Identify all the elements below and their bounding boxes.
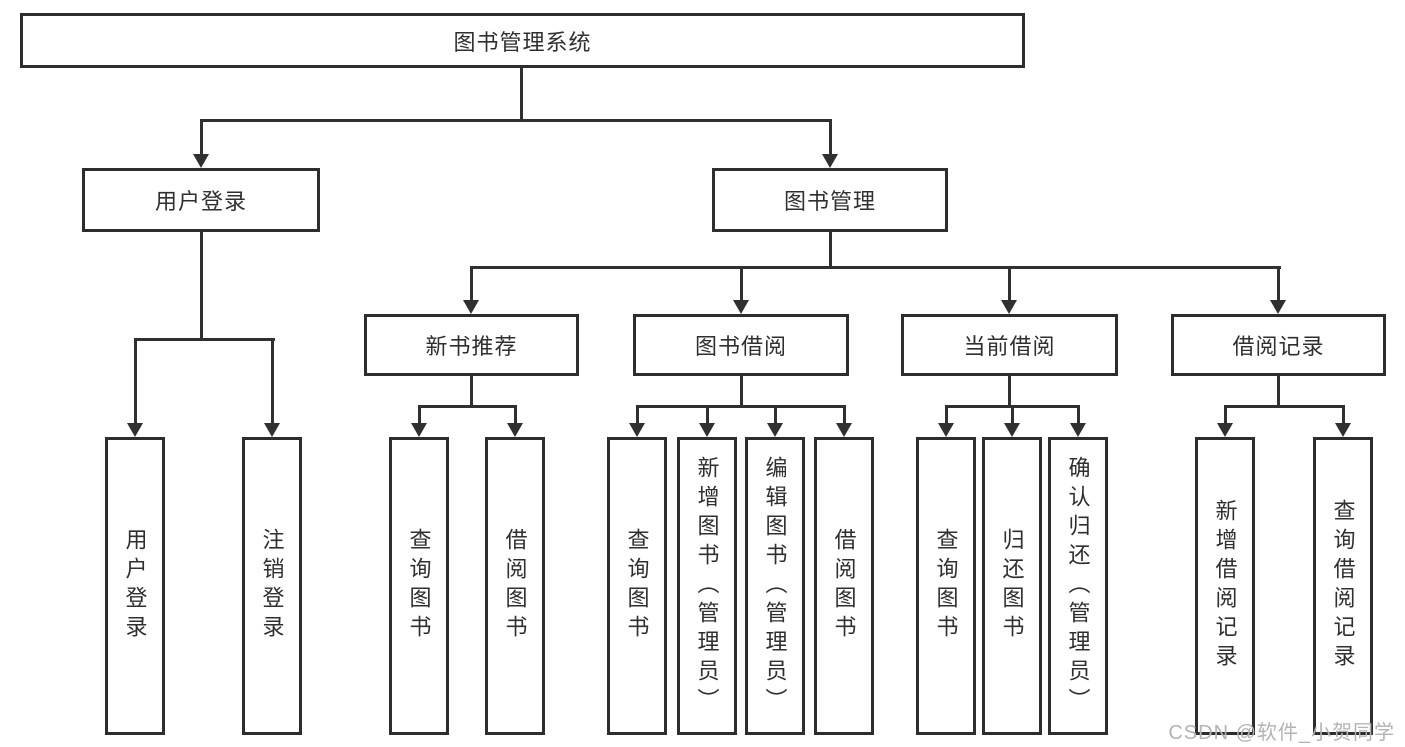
node-return-books: 归还图书: [982, 437, 1042, 735]
node-label: 当前借阅: [963, 334, 1056, 359]
edge-user-login-trunk: [199, 232, 203, 341]
node-label: 归还图书: [999, 528, 1025, 644]
node-query-books-of-recommend: 查询图书: [389, 437, 449, 735]
arrowhead-borrowing-records: [1270, 300, 1286, 314]
node-add-borrow-record: 新增借阅记录: [1195, 437, 1255, 735]
edge-book-mgmt-trunk: [828, 232, 832, 269]
edge-root-trunk: [519, 68, 523, 121]
edge-recommend-trunk: [470, 376, 473, 408]
arrowhead-add-record: [1217, 423, 1233, 437]
node-query-borrow-record: 查询借阅记录: [1313, 437, 1373, 735]
edge-to-book-borrowing: [739, 266, 743, 302]
node-logout-leaf: 注销登录: [242, 437, 302, 735]
node-label: 借阅记录: [1232, 334, 1325, 359]
edge-borrowing-bus: [635, 405, 846, 408]
node-label: 图书管理系统: [453, 29, 592, 55]
node-query-books-of-borrowing: 查询图书: [607, 437, 667, 735]
node-new-book-recommend: 新书推荐: [364, 314, 579, 376]
arrowhead-book-management: [822, 154, 838, 168]
arrowhead-logout-leaf: [264, 423, 280, 437]
edge-to-add-books: [705, 405, 709, 425]
node-label: 查询图书: [624, 528, 650, 644]
edge-borrowing-trunk: [739, 376, 743, 408]
arrowhead-current-borrowing: [1001, 300, 1017, 314]
arrowhead-query-record: [1335, 423, 1351, 437]
edge-to-confirm-return: [1076, 405, 1080, 425]
edge-to-logout-leaf: [270, 338, 274, 425]
arrowhead-add-books: [699, 423, 715, 437]
node-label: 图书借阅: [694, 334, 787, 359]
arrowhead-borrow-books-2: [836, 423, 852, 437]
edge-to-current-borrowing: [1008, 266, 1011, 302]
edge-to-borrow-books-2: [842, 405, 846, 425]
node-label: 用户登录: [154, 189, 247, 214]
arrowhead-return-books: [1004, 423, 1020, 437]
node-label: 注销登录: [259, 528, 285, 644]
edge-to-return-books: [1010, 405, 1014, 425]
node-borrow-books-leaf: 借阅图书: [814, 437, 874, 735]
node-book-management-module: 图书管理: [712, 168, 948, 232]
edge-to-query-record: [1341, 405, 1345, 425]
node-confirm-return-admin: 确认归还（管理员）: [1048, 437, 1108, 735]
edge-to-user-login: [199, 119, 203, 156]
edge-to-borrow-books-1: [513, 405, 517, 425]
edge-to-borrowing-records: [1277, 266, 1280, 302]
node-label: 查询借阅记录: [1330, 499, 1356, 673]
arrowhead-book-borrowing: [733, 300, 749, 314]
edge-to-edit-books: [773, 405, 777, 425]
edge-level3-bus: [469, 266, 1281, 269]
node-add-books-admin: 新增图书（管理员）: [677, 437, 737, 735]
node-book-borrowing: 图书借阅: [633, 314, 849, 376]
node-current-borrowing: 当前借阅: [901, 314, 1118, 376]
node-borrowing-records: 借阅记录: [1171, 314, 1386, 376]
arrowhead-user-login: [193, 154, 209, 168]
node-label: 新书推荐: [425, 334, 518, 359]
arrowhead-edit-books: [767, 423, 783, 437]
node-label: 借阅图书: [502, 528, 528, 644]
node-label: 查询图书: [406, 528, 432, 644]
arrowhead-query-books-2: [629, 423, 645, 437]
node-label: 新增图书（管理员）: [694, 455, 720, 717]
arrowhead-borrow-books-1: [507, 423, 523, 437]
node-label: 新增借阅记录: [1212, 499, 1238, 673]
node-query-books-of-current: 查询图书: [916, 437, 976, 735]
node-borrow-books-of-recommend: 借阅图书: [485, 437, 545, 735]
csdn-watermark: CSDN @软件_小贺同学: [1168, 722, 1395, 744]
arrowhead-query-books-1: [411, 423, 427, 437]
node-library-management-system: 图书管理系统: [20, 13, 1025, 68]
edge-to-query-books-1: [417, 405, 421, 425]
edge-records-trunk: [1277, 376, 1280, 408]
node-label: 确认归还（管理员）: [1065, 455, 1091, 717]
node-label: 用户登录: [122, 528, 148, 644]
node-label: 借阅图书: [831, 528, 857, 644]
arrowhead-new-book-recommend: [463, 300, 479, 314]
edge-to-book-management: [828, 119, 832, 156]
node-user-login-module: 用户登录: [82, 168, 320, 232]
edge-to-new-book-recommend: [470, 266, 473, 302]
edge-recommend-bus: [417, 405, 517, 408]
arrowhead-confirm-return: [1070, 423, 1086, 437]
node-label: 查询图书: [933, 528, 959, 644]
arrowhead-login-leaf: [127, 423, 143, 437]
edge-to-login-leaf: [133, 338, 137, 425]
edge-user-login-bus: [133, 338, 275, 341]
edge-current-trunk: [1008, 376, 1011, 408]
edge-level2-bus: [199, 119, 832, 122]
edge-records-bus: [1223, 405, 1345, 408]
edge-to-query-books-2: [635, 405, 639, 425]
arrowhead-query-books-3: [938, 423, 954, 437]
node-label: 编辑图书（管理员）: [762, 455, 788, 717]
node-label: 图书管理: [783, 189, 876, 214]
node-user-login-leaf: 用户登录: [105, 437, 165, 735]
edge-to-add-record: [1223, 405, 1227, 425]
edge-to-query-books-3: [944, 405, 948, 425]
node-edit-books-admin: 编辑图书（管理员）: [745, 437, 805, 735]
